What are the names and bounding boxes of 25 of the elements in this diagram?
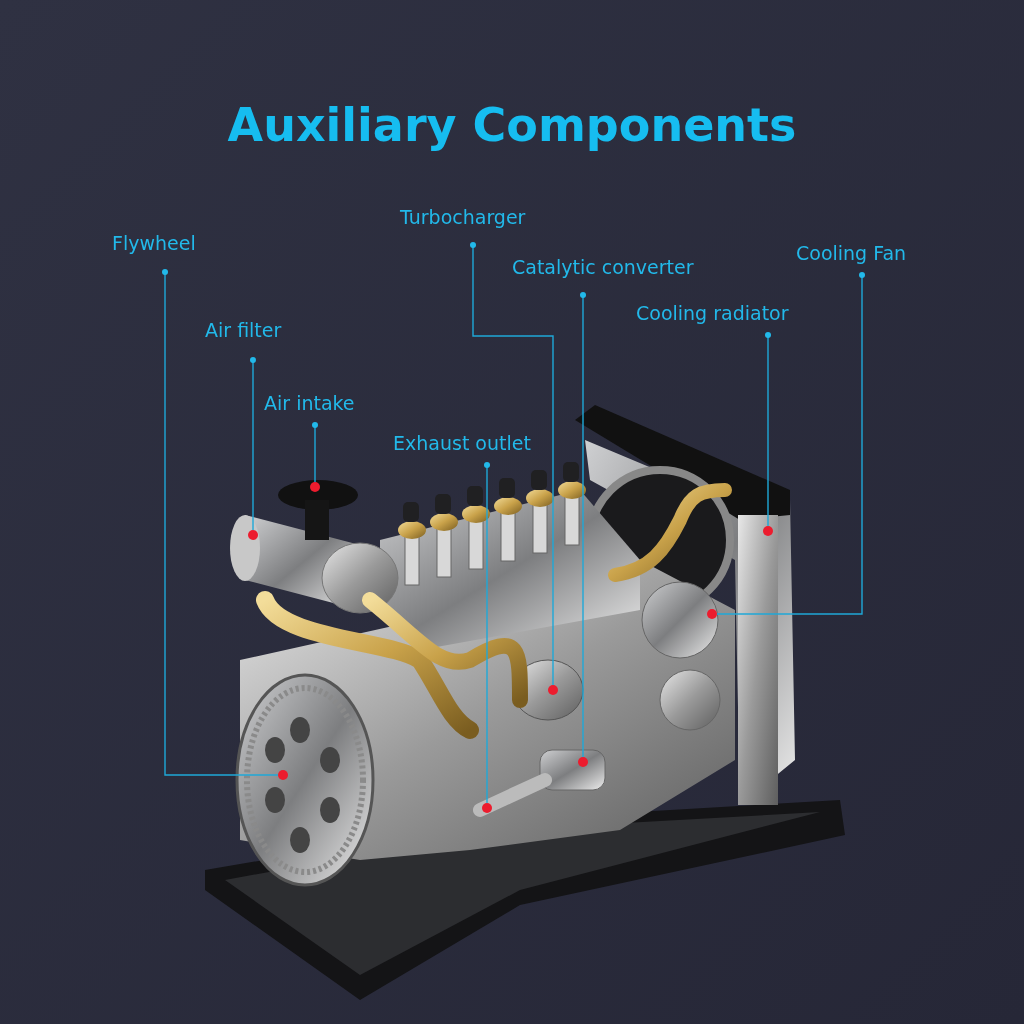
leader-line [250, 357, 256, 531]
part-label: Turbocharger [400, 205, 526, 245]
leader-line [580, 292, 586, 758]
part-label: Air filter [205, 318, 282, 360]
leader-line [162, 269, 279, 776]
marker-dot [578, 757, 588, 767]
part-label: Cooling Fan [796, 241, 907, 275]
leader-line [484, 462, 490, 804]
marker-dot [707, 609, 717, 619]
part-label: Air intake [264, 391, 355, 425]
marker-dot [310, 482, 320, 492]
leader-line [312, 422, 318, 483]
marker-dot [548, 685, 558, 695]
part-label: Cooling radiator [636, 301, 789, 335]
title: Auxiliary Components [226, 98, 798, 152]
part-label: Catalytic converter [512, 255, 694, 295]
leader-line [470, 242, 554, 686]
marker-dot [763, 526, 773, 536]
marker-dot [278, 770, 288, 780]
marker-dot [248, 530, 258, 540]
part-label: Exhaust outlet [393, 431, 531, 465]
leader-line [716, 272, 865, 615]
leader-line [765, 332, 771, 527]
part-label: Flywheel [112, 231, 196, 272]
marker-dot [482, 803, 492, 813]
